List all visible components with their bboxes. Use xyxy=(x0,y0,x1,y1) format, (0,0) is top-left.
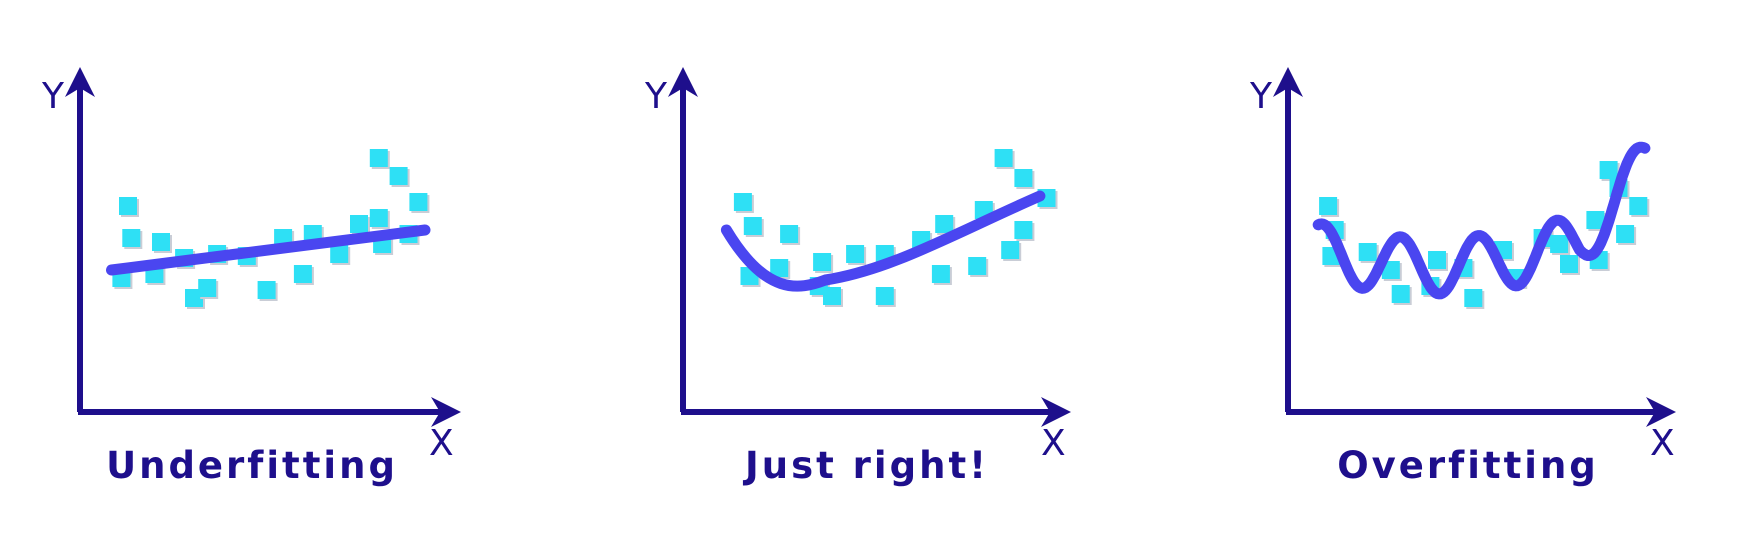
data-point xyxy=(409,193,428,211)
x-axis-label: X xyxy=(1650,423,1675,464)
data-point xyxy=(1381,261,1400,279)
panel-overfitting: Y X Overfitting xyxy=(1249,67,1676,487)
data-point xyxy=(389,167,408,185)
data-points xyxy=(733,149,1058,307)
data-point xyxy=(1391,285,1410,303)
data-point xyxy=(743,217,762,235)
data-point xyxy=(369,149,388,167)
data-point xyxy=(935,215,954,233)
data-point xyxy=(931,265,950,283)
data-point xyxy=(823,287,841,305)
y-axis-label: Y xyxy=(41,76,65,117)
data-point xyxy=(1560,255,1578,273)
data-point xyxy=(1464,289,1483,307)
data-point xyxy=(1616,225,1635,243)
data-point xyxy=(330,245,349,263)
data-point xyxy=(780,225,799,243)
data-point xyxy=(1599,161,1618,179)
panel-underfitting: Y X Underfitting xyxy=(41,67,461,487)
panel-caption: Underfitting xyxy=(106,444,398,487)
data-point xyxy=(1629,197,1648,215)
data-point xyxy=(1358,243,1377,261)
x-axis-label: X xyxy=(429,423,454,464)
fit-curve xyxy=(1312,141,1651,300)
data-point xyxy=(733,193,752,211)
data-point xyxy=(770,259,789,277)
panel-just-right: Y X Just right! xyxy=(644,67,1071,487)
y-axis-label: Y xyxy=(1249,76,1273,117)
data-point xyxy=(119,197,137,215)
data-point xyxy=(293,265,312,283)
data-point xyxy=(875,287,894,305)
data-points xyxy=(112,149,430,309)
data-point xyxy=(369,209,388,227)
x-axis-label: X xyxy=(1041,423,1066,464)
data-point xyxy=(1550,235,1569,253)
data-point xyxy=(1014,221,1033,239)
data-point xyxy=(994,149,1013,167)
data-point xyxy=(846,245,865,263)
y-axis-label: Y xyxy=(644,76,668,117)
data-point xyxy=(1014,169,1033,187)
data-point xyxy=(350,215,368,233)
data-point xyxy=(813,253,832,271)
fit-line xyxy=(106,224,431,276)
data-point xyxy=(257,281,276,299)
data-point xyxy=(152,233,170,251)
fit-curve xyxy=(720,190,1046,292)
data-point xyxy=(1428,251,1446,269)
data-point xyxy=(122,229,141,247)
data-point xyxy=(1586,211,1605,229)
data-point xyxy=(198,279,217,297)
panel-caption: Just right! xyxy=(742,444,989,487)
data-point xyxy=(1319,197,1338,215)
data-point xyxy=(968,257,987,275)
data-point xyxy=(1001,241,1020,259)
data-points xyxy=(1319,161,1650,309)
panel-caption: Overfitting xyxy=(1337,444,1599,487)
